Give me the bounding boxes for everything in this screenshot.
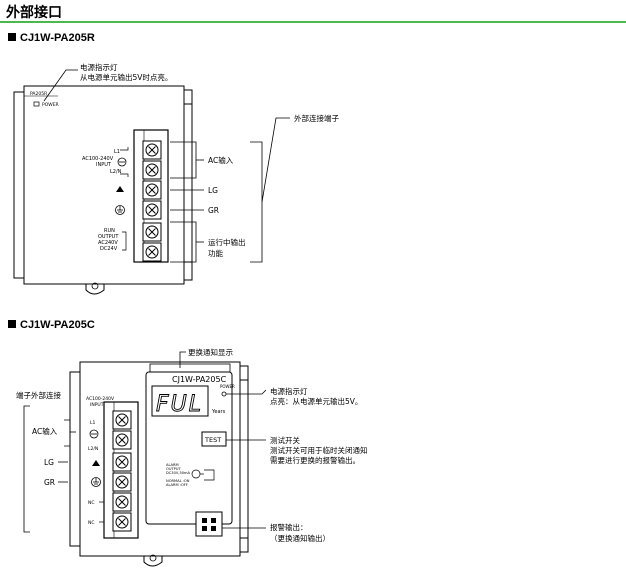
terminal-screw-icon (142, 242, 162, 262)
run-label-2: OUTPUT (98, 234, 119, 240)
nc-label-1: NC (88, 500, 95, 506)
run-output-callout-2: 功能 (208, 248, 223, 258)
l1-label-c: L1 (90, 420, 96, 426)
section-title-pa205r-text: CJ1W-PA205R (20, 32, 95, 44)
input-label-c1: AC100-240V (86, 396, 115, 402)
pa205r-callouts: 电源指示灯 从电源单元输出5V时点亮。 AC输入 LG GR 运行中输出 功能 … (43, 62, 339, 263)
pa205r-module: PA205R POWER AC100-240V INPUT L1 L2/N RU… (13, 85, 193, 295)
terminal-screw-icon (112, 512, 132, 532)
section-title-pa205r: CJ1W-PA205R (8, 32, 95, 44)
alarm-callout-2: （更换通知输出） (270, 533, 330, 543)
power-led-icon (33, 101, 40, 107)
section-title-pa205c-text: CJ1W-PA205C (20, 319, 95, 331)
test-button[interactable] (201, 431, 227, 447)
alarm-connector[interactable] (195, 511, 223, 537)
gr-label-c: GR (44, 478, 55, 487)
seven-seg-display (151, 385, 209, 417)
alarm-text-4: NORMAL :ON (166, 479, 190, 483)
years-label: Years (211, 409, 226, 415)
input-label-2: INPUT (96, 162, 112, 168)
bullet-square-icon (8, 33, 16, 41)
terminal-screw-icon (142, 160, 162, 180)
terminal-external-label: 端子外部连接 (16, 390, 61, 400)
test-button-label: TEST (204, 436, 221, 444)
bullet-square-icon (8, 320, 16, 328)
gr-label: GR (208, 206, 219, 215)
run-label-1: RUN (104, 228, 115, 234)
run-label-3: AC240V (98, 240, 118, 246)
power-led-icon (221, 391, 227, 397)
terminal-screw-icon (112, 472, 132, 492)
alarm-text-3: DC30V,50mA (166, 471, 191, 475)
power-label: POWER (42, 102, 59, 108)
seven-seg-value: FUL (156, 392, 203, 417)
lg-label: LG (208, 186, 218, 195)
power-led-callout-c1: 电源指示灯 (270, 386, 308, 396)
ac-input-label-c: AC输入 (32, 426, 58, 436)
nc-label-2: NC (88, 520, 95, 526)
terminal-screw-icon (142, 140, 162, 160)
terminal-screw-icon (112, 410, 132, 430)
section-title-pa205c: CJ1W-PA205C (8, 319, 95, 331)
terminal-screw-icon (112, 430, 132, 450)
title-rule (0, 21, 626, 23)
terminal-screw-icon (142, 222, 162, 242)
terminal-screw-icon (112, 492, 132, 512)
page-title: 外部接口 (6, 5, 62, 21)
pa205c-callouts: 更换通知显示 电源指示灯 点亮：从电源单元输出5V。 测试开关 测试开关可用于临… (16, 347, 368, 543)
run-output-callout-1: 运行中输出 (208, 237, 246, 247)
module-label: PA205R (30, 91, 47, 97)
lg-label-c: LG (44, 458, 54, 467)
module-label-c: CJ1W-PA205C (172, 375, 227, 384)
alarm-text-1: ALARM (166, 463, 179, 467)
power-led-callout-c2: 点亮：从电源单元输出5V。 (270, 396, 362, 406)
input-label-c2: INPUT (90, 402, 104, 408)
ac-input-label: AC输入 (208, 155, 234, 165)
l2n-label-c: L2/N (88, 446, 98, 452)
power-led-callout-1: 电源指示灯 (80, 62, 118, 72)
power-led-callout-2: 从电源单元输出5V时点亮。 (80, 72, 172, 82)
fuse-icon (89, 429, 99, 439)
run-label-4: DC24V (100, 246, 118, 252)
alarm-callout-1: 报警输出： (270, 522, 308, 532)
fuse-icon (117, 157, 127, 167)
lg-symbol-icon (116, 186, 124, 192)
ground-icon (115, 205, 125, 215)
external-terminal-label: 外部连接端子 (294, 113, 339, 123)
alarm-text-2: OUTPUT (166, 467, 181, 471)
terminal-screw-icon (112, 452, 132, 472)
test-callout-3: 需要进行更换的报警输出。 (270, 455, 360, 465)
pa205c-module: CJ1W-PA205C POWER FUL Years TEST ALARM O… (69, 361, 249, 567)
test-callout-1: 测试开关 (270, 435, 300, 445)
terminal-screw-icon (142, 180, 162, 200)
ground-icon (91, 477, 101, 487)
replacement-display-label: 更换通知显示 (188, 347, 233, 357)
l2n-label: L2/N (110, 169, 122, 175)
alarm-text-5: ALARM :OFF (166, 483, 188, 487)
terminal-screw-icon (142, 200, 162, 220)
input-label-1: AC100-240V (82, 156, 114, 162)
lg-symbol-icon (92, 460, 100, 466)
power-label-c: POWER (220, 384, 235, 389)
l1-label: L1 (114, 149, 120, 155)
test-callout-2: 测试开关可用于临时关闭通知 (270, 445, 368, 455)
